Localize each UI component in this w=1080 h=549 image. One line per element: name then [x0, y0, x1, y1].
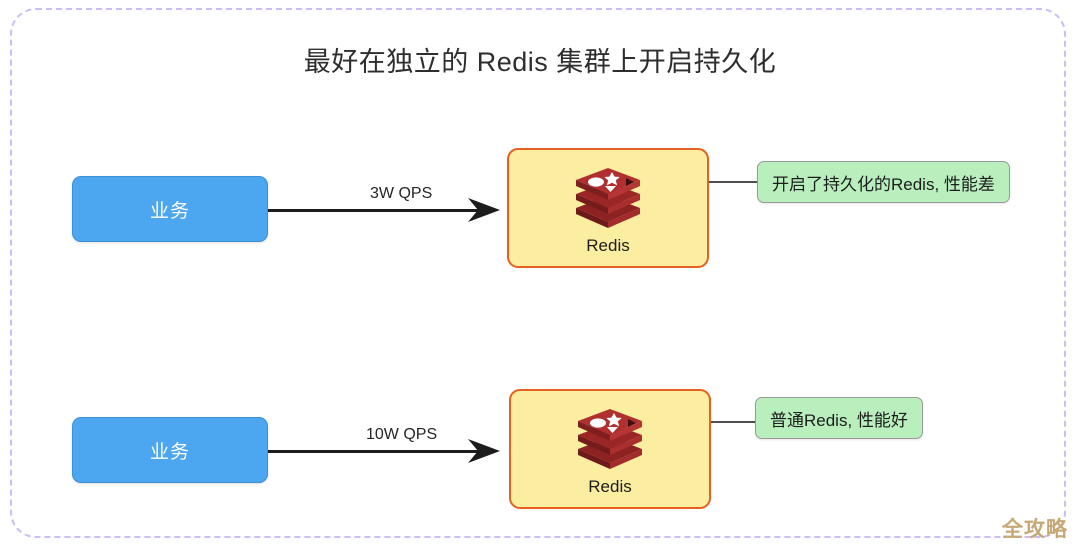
watermark: 全攻略 — [1002, 518, 1068, 541]
client-box-row-2[interactable]: 业务 — [72, 417, 268, 483]
diagram-title: 最好在独立的 Redis 集群上开启持久化 — [303, 47, 777, 77]
client-box-label: 业务 — [149, 200, 190, 222]
note-box-row-2[interactable]: 普通Redis, 性能好 — [755, 397, 923, 439]
flow-arrow-label-row-1: 3W QPS — [370, 185, 433, 202]
note-box-label: 开启了持久化的Redis, 性能差 — [772, 174, 995, 194]
service-box-caption: Redis — [588, 477, 632, 496]
redis-logo-icon — [572, 162, 644, 228]
service-box-row-2[interactable]: Redis — [509, 389, 711, 509]
redis-logo-icon — [574, 403, 646, 469]
flow-arrow-shaft-row-1 — [268, 209, 478, 212]
flow-arrow-shaft-row-2 — [268, 450, 478, 453]
note-connector-row-2 — [711, 421, 755, 423]
client-box-row-1[interactable]: 业务 — [72, 176, 268, 242]
note-connector-row-1 — [709, 181, 757, 183]
note-box-row-1[interactable]: 开启了持久化的Redis, 性能差 — [757, 161, 1010, 203]
service-box-row-1[interactable]: Redis — [507, 148, 709, 268]
service-box-caption: Redis — [586, 236, 630, 255]
flow-arrow-label-row-2: 10W QPS — [366, 426, 438, 443]
note-box-label: 普通Redis, 性能好 — [770, 410, 908, 430]
client-box-label: 业务 — [149, 441, 190, 463]
